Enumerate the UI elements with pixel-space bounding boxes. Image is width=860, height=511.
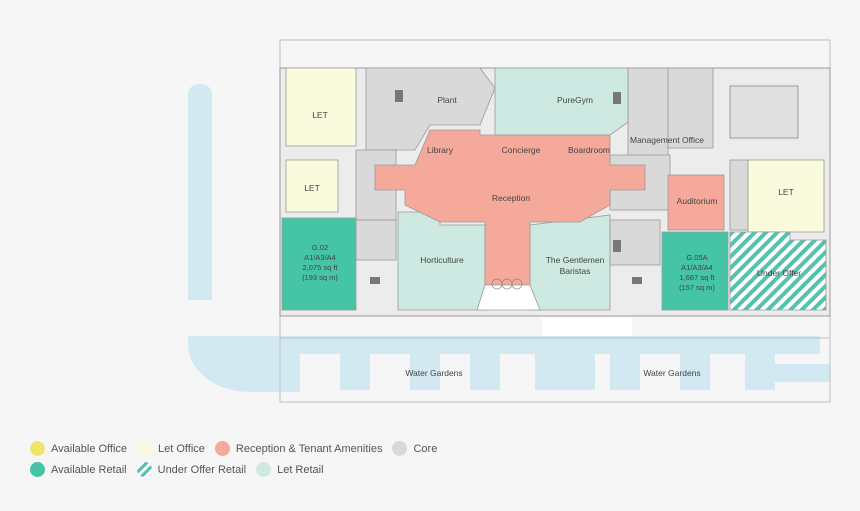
swatch-reception [214, 441, 230, 456]
legend-label: Let Retail [277, 463, 324, 476]
entrance [476, 278, 541, 311]
water-features [188, 83, 830, 392]
swatch-let-office [137, 441, 153, 456]
label-auditorium: Auditorium [677, 196, 718, 206]
unit-g05a-use: A1/A3/A4 [681, 263, 713, 272]
legend-item-under-offer-retail: Under Offer Retail [136, 462, 247, 477]
legend-item-let-retail: Let Retail [256, 462, 324, 477]
floor-plan: LET LET LET Plant PureGym Library Concie… [188, 39, 831, 403]
unit-g05a-name: G.05A [686, 253, 707, 262]
legend-label: Available Retail [51, 463, 127, 476]
unit-g05a-sqft: 1,687 sq ft [679, 273, 715, 282]
legend-row: Available Office Let Office Reception & … [30, 438, 450, 459]
unit-g02-sqft: 2,075 sq ft [302, 263, 338, 272]
swatch-available-retail [30, 462, 45, 477]
legend-item-available-office: Available Office [30, 441, 127, 456]
label-water-gardens-left: Water Gardens [405, 368, 462, 378]
legend-item-available-retail: Available Retail [30, 462, 127, 477]
label-concierge: Concierge [502, 145, 541, 155]
let-office-areas [285, 67, 825, 233]
legend-item-let-office: Let Office [137, 441, 205, 456]
room-labels: LET LET LET Plant PureGym Library Concie… [302, 95, 801, 378]
label-under-offer: Under Offer [757, 268, 801, 278]
swatch-available-office [30, 441, 45, 456]
legend-label: Core [413, 442, 438, 455]
available-retail-areas [281, 217, 729, 311]
label-horticulture: Horticulture [420, 255, 464, 265]
label-management-office: Management Office [630, 135, 704, 145]
under-offer-area [729, 231, 827, 311]
label-reception: Reception [492, 193, 531, 203]
legend-row: Available Retail Under Offer Retail Let … [30, 459, 450, 480]
lift-markers [370, 90, 642, 284]
label-let-1: LET [312, 110, 328, 120]
terrace [542, 318, 632, 336]
label-let-3: LET [778, 187, 794, 197]
unit-g02-sqm: (193 sq m) [302, 273, 338, 282]
legend-label: Let Office [158, 442, 205, 455]
unit-g02-use: A1/A3/A4 [304, 253, 336, 262]
unit-g02-name: G.02 [312, 243, 328, 252]
label-boardroom: Boardroom [568, 145, 610, 155]
label-plant: Plant [437, 95, 457, 105]
let-retail-areas [397, 67, 629, 311]
label-library: Library [427, 145, 454, 155]
legend-item-core: Core [392, 441, 437, 456]
label-puregym: PureGym [557, 95, 593, 105]
label-let-2: LET [304, 183, 320, 193]
label-gentlemen-2: Baristas [560, 266, 591, 276]
unit-g05a-sqm: (157 sq m) [679, 283, 715, 292]
label-gentlemen-1: The Gentlemen [546, 255, 605, 265]
legend-label: Available Office [51, 442, 128, 455]
reception-areas [374, 129, 725, 286]
legend-item-reception: Reception & Tenant Amenities [214, 441, 383, 456]
legend-label: Reception & Tenant Amenities [235, 442, 383, 455]
swatch-let-retail [256, 462, 272, 477]
legend-label: Under Offer Retail [157, 463, 247, 476]
swatch-core [392, 441, 408, 456]
swatch-under-offer-retail [136, 462, 152, 477]
map-legend: Available Office Let Office Reception & … [30, 438, 450, 480]
label-water-gardens-right: Water Gardens [643, 368, 700, 378]
